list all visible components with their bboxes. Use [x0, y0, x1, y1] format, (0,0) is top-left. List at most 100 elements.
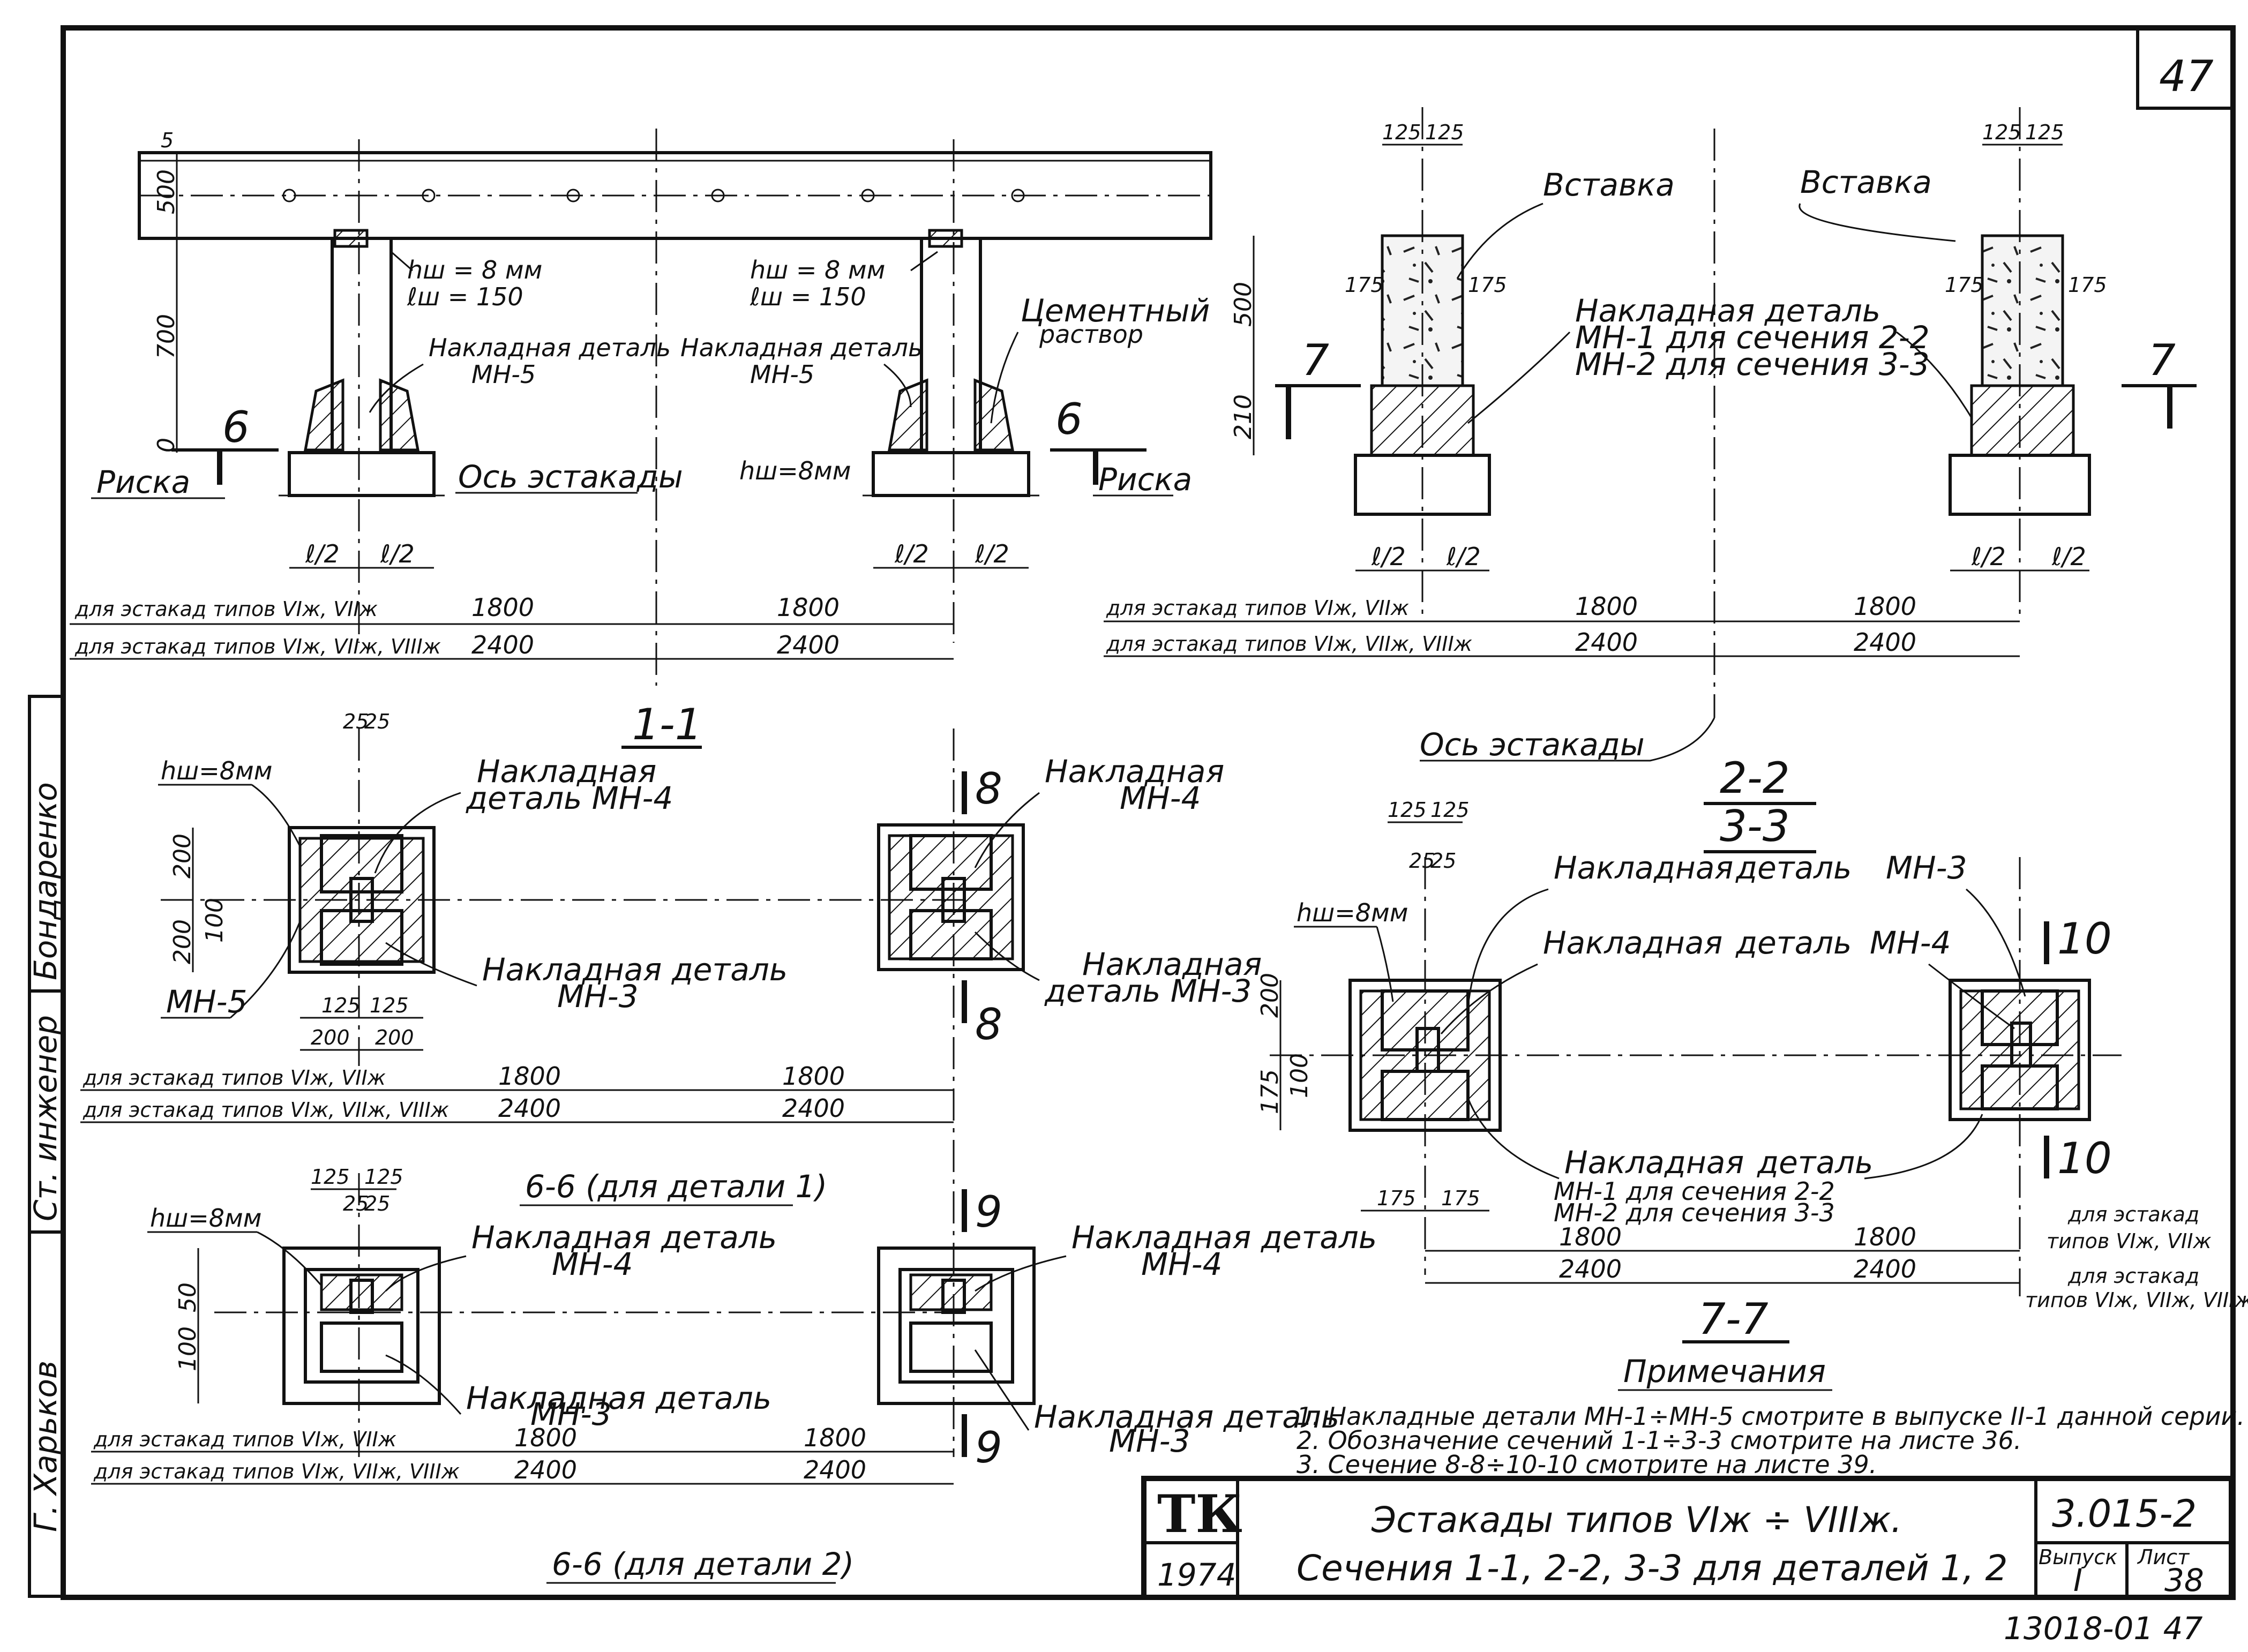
s66-dim-1800-1: 1800 [514, 1423, 577, 1452]
s11-dim-100-v: 100 [201, 898, 228, 943]
vstavka-right: Вставка [1800, 164, 1932, 200]
s77-dim-125-1: 125 [1382, 121, 1421, 144]
title-line-1: Эстакады типов VIж ÷ VIIIж. [1371, 1499, 1902, 1541]
section-7-7-view: 125 125 125 125 175 175 175 175 500 210 … [1104, 107, 2197, 763]
s22-dim-125-2: 125 [1430, 798, 1470, 822]
elevation-view: 500 700 0 5 hш = 8 мм ℓш = 150 hш = 8 мм… [70, 129, 1212, 686]
vypusk-label: Выпуск [2039, 1545, 2117, 1569]
s22-types-2b: типов VIж, VIIж, VIIIж [2025, 1288, 2248, 1312]
notes-heading: Примечания [1623, 1353, 1826, 1390]
tk-logo: ТК [1157, 1484, 1242, 1544]
s66-dim-2400-1: 2400 [514, 1455, 577, 1484]
b2-3: ℓ/2 [894, 539, 929, 568]
types-label-elev-2: для эстакад типов VIж, VIIж, VIIIж [74, 635, 441, 658]
s22-dim-2400-1: 2400 [1559, 1255, 1622, 1283]
section-mark-7-right: 7 [2148, 335, 2176, 385]
b2-1: ℓ/2 [305, 539, 340, 568]
p9-mn4-label-1: Накладная деталь [1071, 1219, 1377, 1256]
s66-mn4-label-1: Накладная деталь [471, 1219, 777, 1256]
side-stamp-name2: Бондаренко [27, 782, 64, 980]
s66-hw: hш=8мм [150, 1204, 261, 1233]
riska-left: Риска [96, 464, 190, 500]
s66-dim-25-2: 25 [364, 1192, 390, 1215]
title-year: 1974 [1157, 1557, 1237, 1593]
vstavka-left: Вставка [1543, 167, 1675, 203]
riska-right: Риска [1098, 461, 1192, 498]
types-label-s11-1: для эстакад типов VIж, VIIж [83, 1066, 386, 1090]
s22-dim-25-2: 25 [1430, 849, 1456, 873]
cement-label-1: Цементный [1021, 292, 1210, 329]
title-line-2: Сечения 1-1, 2-2, 3-3 для деталей 1, 2 [1297, 1548, 2008, 1589]
s11-hw: hш=8мм [161, 756, 272, 785]
section-title-1-1: 1-1 [632, 700, 702, 749]
s77-b2-2: ℓ/2 [1446, 542, 1481, 571]
p8-mn3-label-1: Накладная [1082, 946, 1262, 982]
vypusk-value: I [2073, 1562, 2082, 1598]
types-label-s66-1: для эстакад типов VIж, VIIж [93, 1428, 396, 1451]
section-title-2-2: 2-2 [1720, 753, 1790, 803]
side-stamp-name1: Г. Харьков [27, 1361, 64, 1532]
title-block: ТК 1974 Эстакады типов VIж ÷ VIIIж. Сече… [1141, 1476, 2234, 1647]
elev-mn5-label-left-2: МН-5 [471, 360, 536, 389]
s66-dim-100-1: 100 [174, 1326, 201, 1371]
nakl-23-label-1: Накладная деталь [1575, 292, 1880, 329]
section-title-6-6-1: 6-6 (для детали 1) [525, 1168, 827, 1205]
section-1-1-view: 1-1 hш=8мм 25 25 Накладная деталь МН-4 Н… [80, 700, 1262, 1457]
s11-dim-200-1: 200 [311, 1026, 350, 1049]
s22-dim-175-2: 175 [1441, 1187, 1480, 1210]
s11-mn3-label-1: Накладная деталь [482, 951, 788, 988]
weld-lw-right: ℓш = 150 [750, 282, 866, 311]
series-number: 3.015-2 [2052, 1492, 2197, 1536]
note-1: 1. Накладные детали МН-1÷МН-5 смотрите в… [1297, 1402, 2245, 1431]
os-estakady-elev: Ось эстакады [458, 459, 683, 495]
s66-dim-1800-2: 1800 [804, 1423, 866, 1452]
s22-mn12-label-2: деталь [1757, 1144, 1873, 1181]
dim-700: 700 [153, 314, 180, 359]
s77-dim-125-2: 125 [1425, 121, 1464, 144]
note-3: 3. Сечение 8-8÷10-10 смотрите на листе 3… [1297, 1450, 1877, 1479]
s22-dim-1800-2: 1800 [1854, 1222, 1916, 1251]
weld-hw-left: hш = 8 мм [407, 256, 542, 284]
dim-500: 500 [153, 169, 180, 214]
s66-dim-25-1: 25 [343, 1192, 369, 1215]
section-mark-8-bottom: 8 [975, 1000, 1002, 1049]
s22-dim-125-1: 125 [1388, 798, 1427, 822]
elev-mn5-label-right-2: МН-5 [750, 360, 814, 389]
s11-dim-125-2: 125 [370, 994, 409, 1017]
list-value: 38 [2164, 1562, 2204, 1598]
types-label-s11-2: для эстакад типов VIж, VIIж, VIIIж [83, 1098, 449, 1122]
s66-mn3-label-2: МН-3 [530, 1396, 612, 1432]
s77-dim-175-1: 175 [1345, 273, 1384, 297]
s66-mn4-label-2: МН-4 [552, 1246, 633, 1282]
types-label-elev-1: для эстакад типов VIж, VIIж [74, 597, 378, 621]
elev-mn5-label-left-1: Накладная деталь [429, 333, 671, 362]
s22-mn12-label-4: МН-2 для сечения 3-3 [1554, 1198, 1835, 1227]
b2-4: ℓ/2 [975, 539, 1009, 568]
section-mark-7-left: 7 [1302, 335, 1329, 385]
s22-dim-175-v: 175 [1256, 1069, 1284, 1114]
s22-mn3-label-2: деталь [1735, 850, 1852, 886]
section-mark-9-top: 9 [975, 1187, 1002, 1237]
s77-dim-500: 500 [1230, 282, 1257, 327]
s66-dim-50: 50 [174, 1282, 201, 1312]
s22-dim-1800-1: 1800 [1559, 1222, 1622, 1251]
os-estakady-s77: Ось эстакады [1420, 726, 1645, 763]
nakl-23-label-2: МН-1 для сечения 2-2 [1575, 319, 1930, 356]
s11-dim-200-2: 200 [375, 1026, 414, 1049]
section-mark-6-right: 6 [1055, 394, 1083, 444]
section-mark-10-bottom: 10 [2057, 1133, 2112, 1183]
section-mark-10-top: 10 [2057, 914, 2112, 964]
section-mark-8-top: 8 [975, 764, 1002, 814]
s77-dim-125-3: 125 [1982, 121, 2021, 144]
s77-dim-175-2: 175 [1468, 273, 1507, 297]
s22-dim-2400-2: 2400 [1854, 1255, 1916, 1283]
section-title-6-6-2: 6-6 (для детали 2) [552, 1546, 854, 1582]
notes-block: Примечания 1. Накладные детали МН-1÷МН-5… [1297, 1353, 2245, 1479]
section-title-3-3: 3-3 [1720, 801, 1790, 851]
types-label-s77-2: для эстакад типов VIж, VIIж, VIIIж [1106, 632, 1472, 656]
s77-b2-1: ℓ/2 [1371, 542, 1406, 571]
p9-mn4-label-2: МН-4 [1141, 1246, 1223, 1282]
s22-types-1a: для эстакад [2067, 1203, 2199, 1226]
section-title-7-7: 7-7 [1698, 1294, 1769, 1344]
